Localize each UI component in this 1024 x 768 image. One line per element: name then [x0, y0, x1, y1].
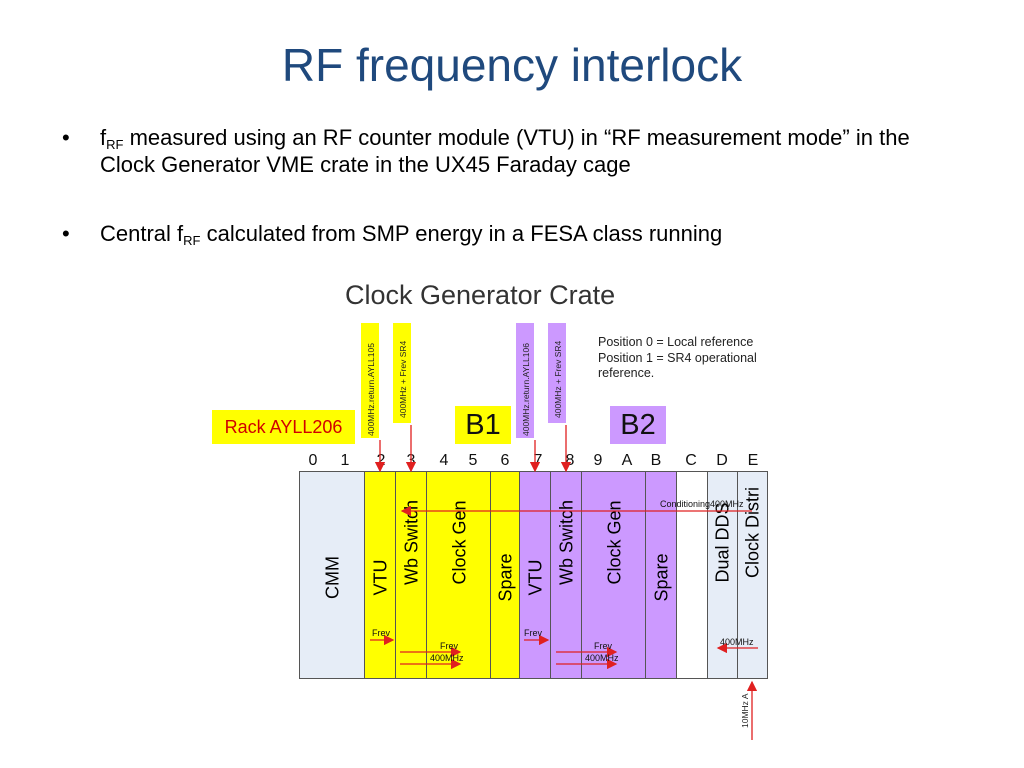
slot-wb-switch-b2: Wb Switch — [550, 471, 582, 679]
slot-label: Wb Switch — [401, 499, 422, 586]
bullet-marker: • — [62, 221, 70, 246]
cable-box-4 — [548, 323, 566, 423]
signal-label-frev: Frev — [372, 628, 390, 638]
position-number: 6 — [500, 452, 510, 469]
slot-vtu-b2: VTU — [519, 471, 551, 679]
cable-label: 10MHz A — [740, 693, 750, 729]
slot-label: VTU — [525, 559, 546, 596]
cable-label: 400MHz + Frev SR4 — [553, 340, 563, 418]
position-number: B — [650, 452, 662, 469]
signal-label-400mhz: 400MHz — [720, 637, 754, 647]
position-number: 3 — [406, 452, 416, 469]
slide-title: RF frequency interlock — [281, 39, 743, 91]
note-line: Position 0 = Local reference — [598, 335, 754, 349]
bullet-marker: • — [62, 125, 70, 150]
position-number: E — [747, 452, 759, 469]
group-label-b2: B2 — [610, 406, 666, 444]
position-number: 2 — [376, 452, 386, 469]
bullet-text: Central fRF calculated from SMP energy i… — [100, 221, 723, 248]
slot-label: Clock Gen — [449, 500, 470, 585]
slot-clock-distri: Clock Distri — [737, 471, 768, 679]
position-number: 9 — [593, 452, 603, 469]
cable-box-3 — [516, 323, 534, 438]
slot-label: Wb Switch — [556, 499, 577, 586]
signal-label-400mhz: 400MHz — [585, 653, 619, 663]
slot-label: Spare — [495, 553, 516, 602]
slot-label: VTU — [370, 559, 391, 596]
cable-box-2 — [393, 323, 411, 423]
slot-clock-gen-b2: Clock Gen — [581, 471, 646, 679]
slot-cmm: CMM — [299, 471, 365, 679]
slot-label: Spare — [651, 553, 672, 602]
position-number: 8 — [565, 452, 575, 469]
signal-label-400mhz: 400MHz — [430, 653, 464, 663]
cable-box-1 — [361, 323, 379, 438]
slot-label: CMM — [322, 556, 343, 599]
slot-label: Clock Gen — [604, 500, 625, 585]
position-number: C — [685, 452, 697, 469]
rack-label: Rack AYLL206 — [212, 410, 355, 444]
position-number: 4 — [439, 452, 449, 469]
group-label-b1: B1 — [455, 406, 511, 444]
cable-label: 400MHz + Frev SR4 — [398, 340, 408, 418]
signal-label-frev: Frev — [594, 641, 612, 651]
note-line: Position 1 = SR4 operational — [598, 350, 757, 365]
cable-label: 400MHz.return.AYLL105 — [366, 343, 376, 436]
position-note: Position 0 = Local reference Position 1 … — [598, 335, 757, 382]
note-line: reference. — [598, 366, 655, 380]
slot-empty-c — [676, 471, 708, 679]
position-number: 7 — [533, 452, 543, 469]
bullet-text: fRF measured using an RF counter module … — [100, 125, 910, 177]
position-number: 0 — [308, 452, 318, 469]
slot-wb-switch-b1: Wb Switch — [395, 471, 427, 679]
position-number: 5 — [468, 452, 478, 469]
slot-spare-b1: Spare — [490, 471, 520, 679]
slot-label: Clock Distri — [742, 487, 763, 579]
signal-label-frev: Frev — [524, 628, 542, 638]
position-number: D — [716, 452, 728, 469]
slot-vtu-b1: VTU — [364, 471, 396, 679]
diagram-title: Clock Generator Crate — [345, 280, 616, 310]
slot-clock-gen-b1: Clock Gen — [426, 471, 491, 679]
signal-label-conditioning: Conditioning400MHz — [660, 499, 744, 509]
position-number: 1 — [340, 452, 350, 469]
cable-label: 400MHz.return.AYLL106 — [521, 343, 531, 436]
signal-label-frev: Frev — [440, 641, 458, 651]
position-number: A — [621, 452, 633, 469]
